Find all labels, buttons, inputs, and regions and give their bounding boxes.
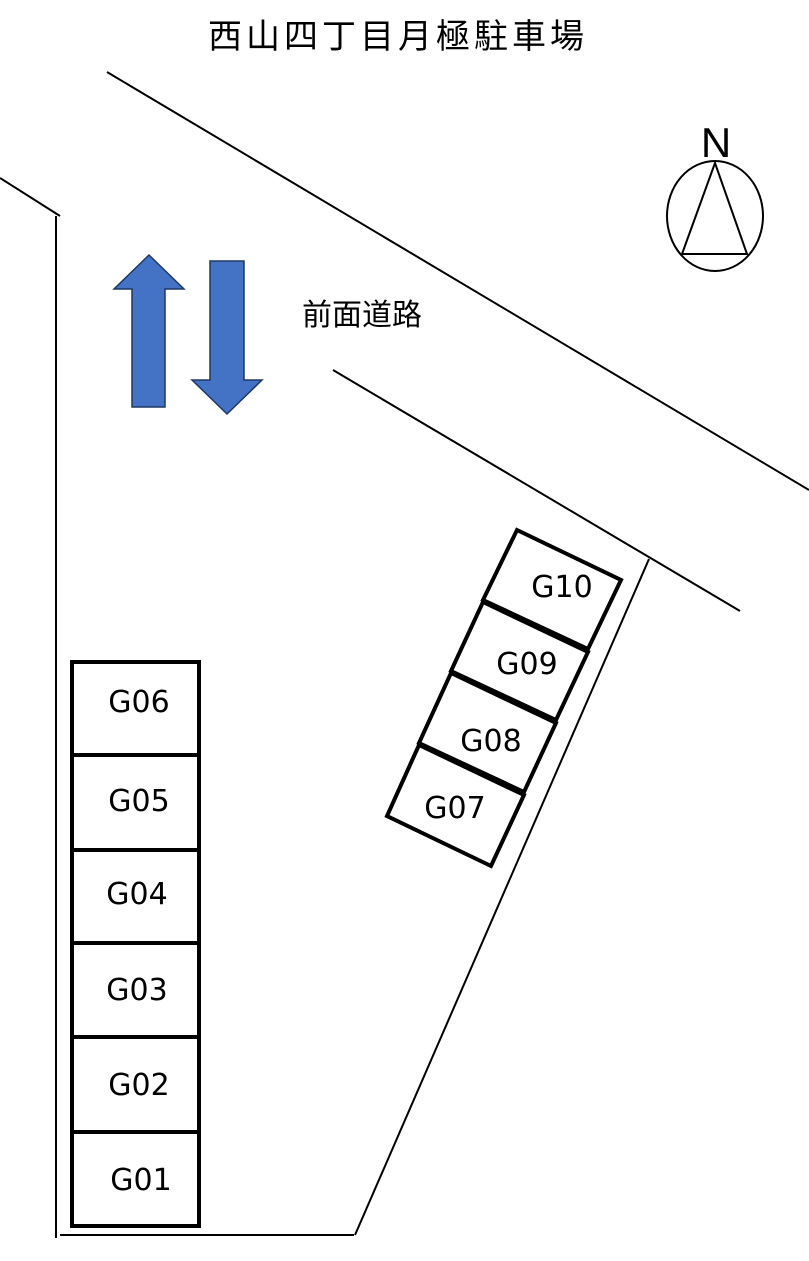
space-label: G01 (110, 1163, 171, 1198)
space-label: G09 (496, 647, 557, 682)
north-compass: N (666, 119, 764, 272)
road-edge-lower (332, 369, 741, 612)
parking-space-g08[interactable] (416, 670, 559, 795)
road-edge-upper (106, 71, 809, 491)
road-label: 前面道路 (302, 298, 422, 333)
north-arrow-icon (680, 160, 749, 255)
page-title: 西山四丁目月極駐車場 (208, 17, 588, 57)
arrow-up-icon (112, 253, 186, 408)
space-label: G02 (108, 1068, 169, 1103)
space-label: G06 (108, 685, 169, 720)
space-label: G05 (108, 784, 169, 819)
parking-space-g06[interactable] (70, 660, 201, 757)
space-label: G04 (106, 877, 167, 912)
north-label: N (701, 119, 731, 166)
arrow-down-icon (190, 260, 264, 416)
parking-space-g10[interactable] (480, 527, 624, 652)
parking-space-g04[interactable] (70, 848, 201, 945)
parking-space-g09[interactable] (448, 599, 591, 723)
space-label: G08 (460, 724, 521, 759)
two-way-traffic-icon (112, 253, 264, 416)
lot-boundary-right (354, 558, 650, 1236)
parking-space-g05[interactable] (70, 753, 201, 852)
parking-space-g01[interactable] (70, 1130, 201, 1228)
space-label: G07 (424, 791, 485, 826)
lot-boundary-top-left (0, 177, 61, 217)
parking-space-g07[interactable] (384, 742, 527, 869)
parking-space-g03[interactable] (70, 941, 201, 1039)
parking-spaces-right: G10 G09 G08 G07 (384, 527, 624, 869)
parking-spaces-left: G06 G05 G04 G03 G02 G01 (70, 660, 201, 1228)
space-label: G10 (531, 570, 592, 605)
space-label: G03 (106, 973, 167, 1008)
parking-space-g02[interactable] (70, 1035, 201, 1134)
